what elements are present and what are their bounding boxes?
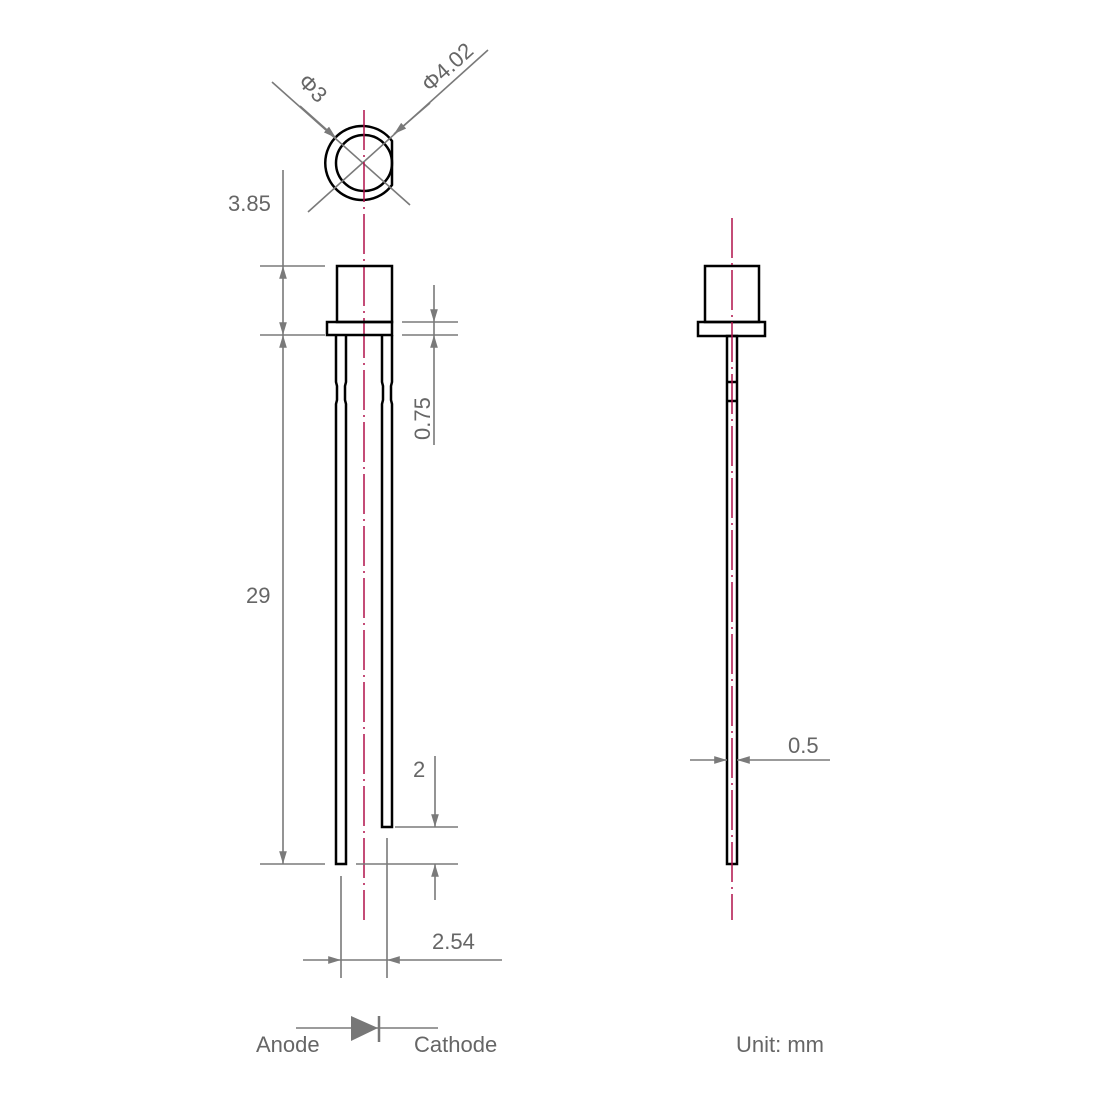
lead-pitch-label: 2.54 <box>432 929 475 954</box>
front-view <box>325 264 394 866</box>
lead-offset-label: 2 <box>413 757 425 782</box>
cathode-lead <box>380 335 394 829</box>
lead-width-dimension: 0.5 <box>690 733 830 764</box>
phi3-leader <box>271 81 411 206</box>
phi3-label: Φ3 <box>293 69 332 108</box>
anode-lead <box>334 335 348 866</box>
body-height-label: 3.85 <box>228 191 271 216</box>
dimensions-left: 3.85 29 0.75 2 2.54 <box>228 170 502 978</box>
cathode-label: Cathode <box>414 1032 497 1057</box>
lead-length-label: 29 <box>246 583 270 608</box>
flange-thickness-label: 0.75 <box>410 397 435 440</box>
lead-width-label: 0.5 <box>788 733 819 758</box>
outer-rim <box>324 124 394 202</box>
flange <box>325 320 394 337</box>
unit-label: Unit: mm <box>736 1032 824 1057</box>
top-view: Φ3 Φ4.02 <box>271 38 489 213</box>
anode-label: Anode <box>256 1032 320 1057</box>
diode-symbol-icon <box>296 1016 438 1042</box>
